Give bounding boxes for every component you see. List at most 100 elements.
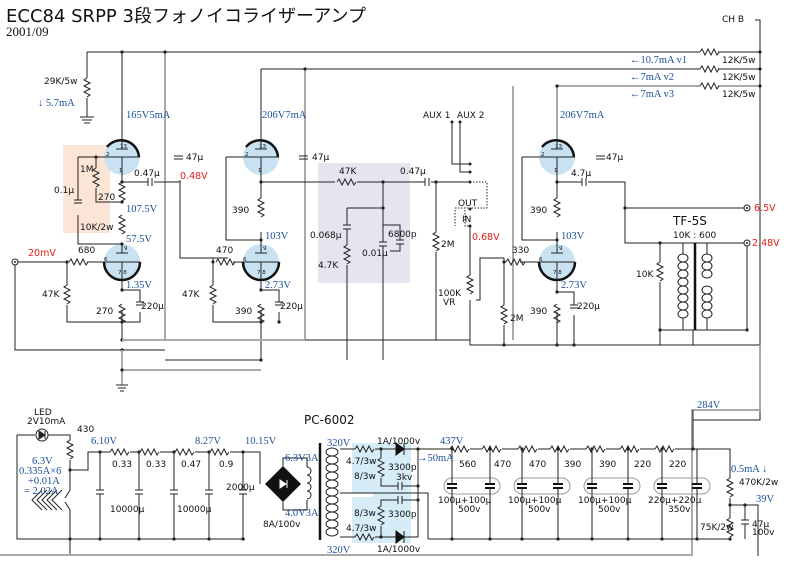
cathode-resistor-3-label: 390 [530,307,547,317]
volume-label[interactable]: 100K [438,289,462,299]
led-spec: 2V10mA [27,417,66,427]
filter-r1: 560 [459,460,476,470]
svg-text:2: 2 [106,152,110,158]
eq-coupling-cap-label: 0.47μ [400,167,426,177]
filter-cap-4-rating: 350v [668,505,691,515]
diode-1-label: 1A/1000v [377,437,421,447]
svg-text:13: 13 [259,144,266,150]
filter-r5: 390 [599,460,616,470]
divider-cap-rating: 100v [752,528,775,538]
supply-current-1: ←10.7mA v1 [630,55,687,66]
feedback-r1-label: 1M [80,165,94,175]
supply-resistor-2: 12K/5w [722,73,755,83]
svg-text:6: 6 [104,257,108,263]
eq-c3-label: 6800p [388,230,417,240]
plate-resistor-3-label: 390 [530,206,547,216]
filter-r6: 220 [634,460,651,470]
aux1-label[interactable]: AUX 1 [423,111,451,121]
output-low-level: 2.48V [752,238,780,249]
grid-leak-3-label: 2M [510,314,524,324]
ht-voltage: 437V [440,436,464,447]
bypass-cap-1-label: 47μ [186,153,203,163]
supply-rails [80,19,762,421]
input-selector[interactable] [450,120,701,346]
cathode-cap-2-label: 220μ [280,302,303,312]
cathode-voltage-1: 1.35V [126,280,152,291]
svg-text:6: 6 [539,257,543,263]
eq-c1-label: 0.068μ [310,231,342,241]
out-label[interactable]: OUT [458,199,478,209]
heater-cap-2-label: 10000μ [177,505,212,515]
heater-spec-3: = 2.02A [24,486,59,497]
svg-text:2: 2 [541,152,545,158]
feedback-r3-label: 10K/2w [80,223,113,233]
stage1-output-level: 0.48V [180,171,208,182]
snubber-r-shunt-1: 8/3w [354,472,376,482]
v1-upper-label: 165V5mA [126,110,171,121]
mid-voltage-1: 57.5V [126,234,152,245]
feedback-r2-label: 270 [98,193,115,203]
svg-text:13: 13 [120,144,127,150]
filter-cap-3: 100μ+100μ [578,496,632,506]
equalizer-circuit [305,178,470,360]
bias-current-label: ↓ 5.7mA [38,98,75,109]
bypass-cap-3-label: 47μ [606,153,623,163]
heater-winding-1: 6.3V3A [285,453,319,464]
heater-winding-2: 4.0V3A [285,508,319,519]
aux2-label[interactable]: AUX 2 [457,111,485,121]
cathode-voltage-3: 2.73V [561,280,587,291]
snubber-cap-rating: 3kv [396,473,413,483]
cathode-voltage-2: 2.73V [265,280,291,291]
svg-text:7 8: 7 8 [257,270,266,276]
grid-leak-2-label: 47K [182,290,200,300]
grid-resistor-1-label: 680 [78,246,95,256]
node-voltage-1: 107.5V [126,204,158,215]
eq-series-resistor-label: 47K [339,167,357,177]
input-level: 20mV [28,248,56,259]
heater-voltage-2: 8.27V [195,436,221,447]
ht-winding-1: 320V [327,438,351,449]
supply-current-3: ←7mA v3 [630,89,674,100]
bridge-rating: 8A/100v [263,520,301,530]
divider-current: 0.5mA ↓ [731,464,767,475]
supply-resistor-1: 12K/5w [722,56,755,66]
divider-tap-voltage: 39V [756,494,775,505]
svg-text:13: 13 [555,144,562,150]
v3-upper-label: 206V7mA [560,110,605,121]
filter-r3: 470 [529,460,546,470]
power-supply [0,345,761,556]
cathode-resistor-1-label: 270 [96,307,113,317]
output-transformer [656,204,760,346]
filter-cap-1-rating: 500v [458,505,481,515]
heater-spec-1: 0.335A×6 [19,466,61,477]
snubber-cap-2: 3300p [388,510,417,520]
node-voltage-2: 103V [265,231,289,242]
coupling-cap-3-label: 4.7μ [571,169,591,179]
snubber-r-shunt-2: 8/3w [354,509,376,519]
load-resistor-label: 10K [636,270,654,280]
svg-text:9: 9 [559,246,563,252]
led-label: LED [34,408,52,418]
divider-r-bottom: 75K/2w [700,523,733,533]
page-title: ECC84 SRPP 3段フォノイコライザーアンプ [6,6,366,27]
heater-r2-label: 0.33 [146,460,166,470]
filter-cap-3-rating: 500v [598,505,621,515]
svg-text:7 8: 7 8 [553,270,562,276]
ps-transformer-name: PC-6002 [304,413,354,427]
divider-cap: 47μ [752,520,769,530]
led-resistor-label: 430 [77,425,94,435]
filter-r2: 470 [494,460,511,470]
in-label[interactable]: IN [462,215,471,225]
svg-text:9: 9 [124,246,128,252]
stage1-feedback-highlight [63,145,110,233]
filter-cap-4: 220μ+220μ [648,496,702,506]
filter-cap-2: 100μ+100μ [508,496,562,506]
date-label: 2001/09 [6,24,49,39]
supply-current-2: ←7mA v2 [630,72,674,83]
diode-2-label: 1A/1000v [377,545,421,555]
stage2-circuit: 13 2 1 9 6 7 8 [116,139,470,392]
equalizer-highlight [318,163,410,283]
svg-text:1: 1 [554,168,558,174]
filter-r4: 390 [564,460,581,470]
heater-voltage-1: 6.10V [91,436,117,447]
